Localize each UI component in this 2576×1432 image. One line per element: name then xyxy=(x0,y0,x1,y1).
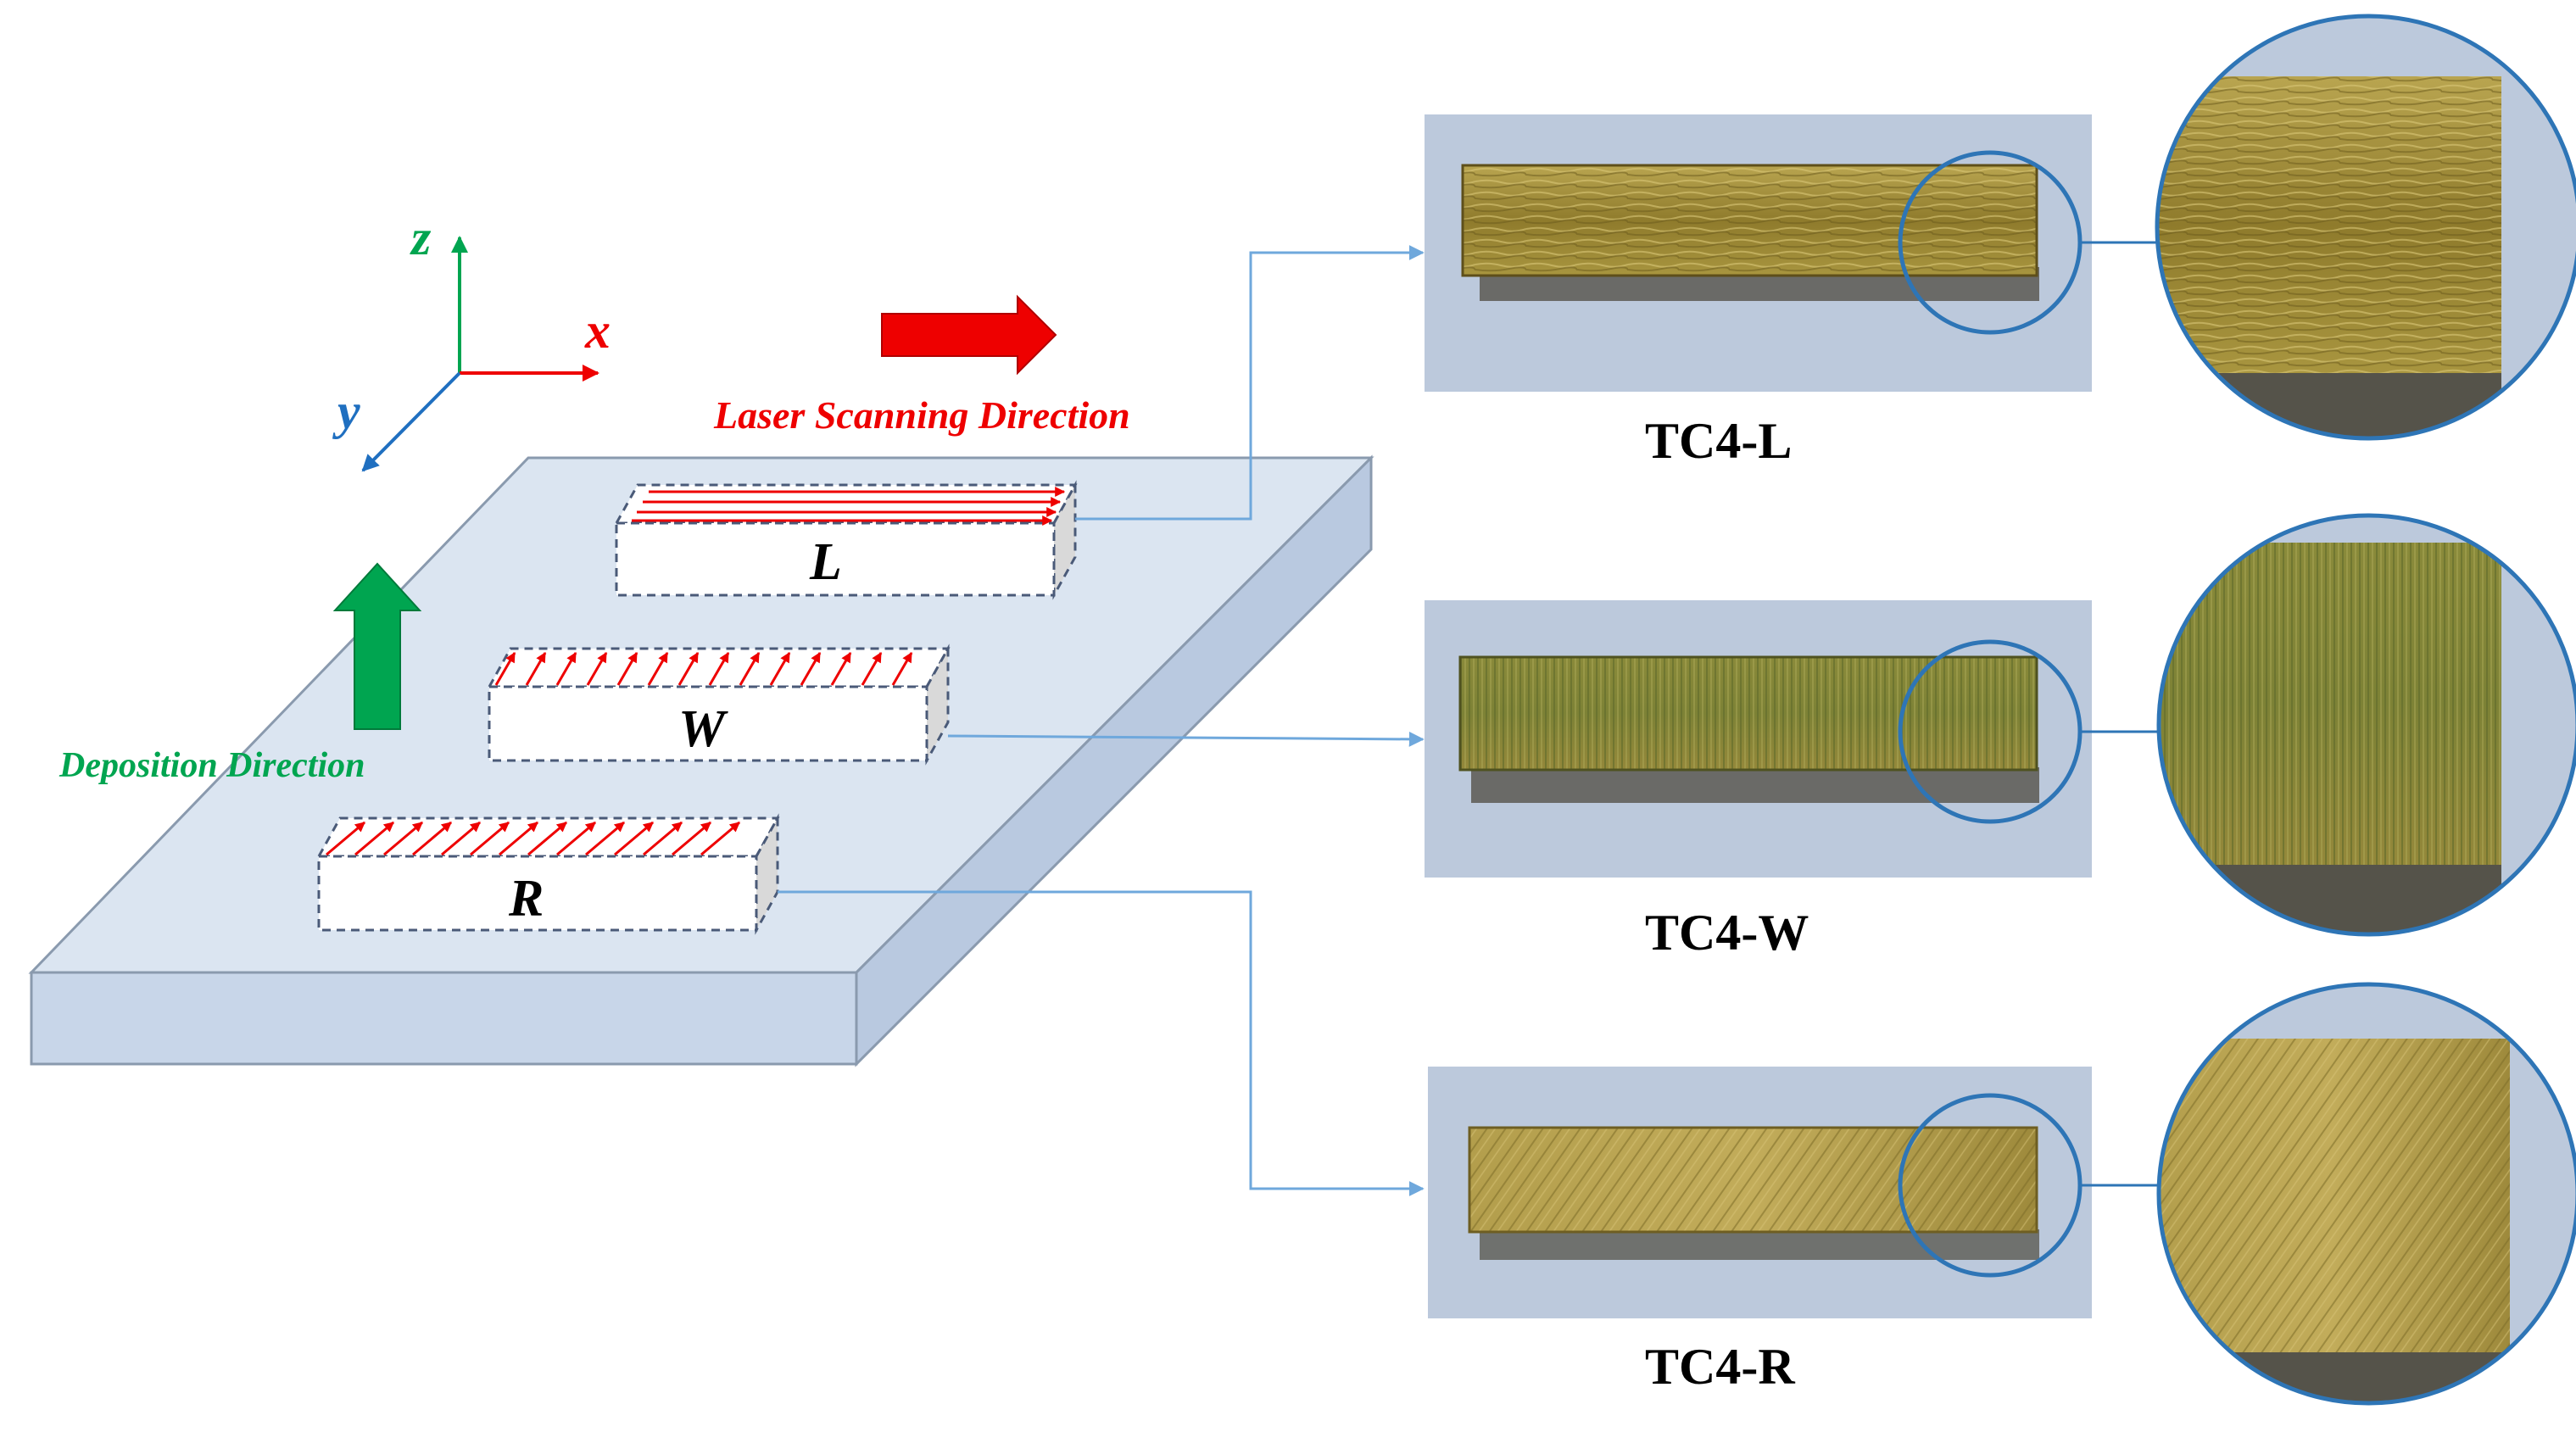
scan-line-r xyxy=(383,821,423,856)
sample-block-r: R xyxy=(316,813,780,935)
scan-line-r xyxy=(441,821,481,856)
y-axis-icon xyxy=(361,371,461,472)
scan-line-w xyxy=(800,651,822,686)
sample-w-side xyxy=(925,644,950,766)
sample-r-front xyxy=(317,855,758,932)
scan-line-w xyxy=(525,651,547,686)
sample-w-scan-lines xyxy=(494,651,913,686)
laser-direction-arrow-icon xyxy=(881,294,1057,376)
scan-line-w xyxy=(647,651,669,686)
scan-line-r xyxy=(412,821,452,856)
photo-panel-tc4-r xyxy=(1428,1067,2158,1318)
plate-front xyxy=(30,971,858,1066)
connector-w xyxy=(947,731,1425,747)
scan-line-r xyxy=(643,821,683,856)
scan-line-r xyxy=(354,821,394,856)
scan-line-w xyxy=(494,651,516,686)
zoom-circle-r xyxy=(2156,982,2576,1406)
sample-r-scan-lines xyxy=(326,821,740,856)
caption-tc4-w: TC4-W xyxy=(1645,905,1809,961)
sample-block-w: W xyxy=(487,644,951,766)
scan-line-w xyxy=(708,651,730,686)
scan-line-w xyxy=(861,651,883,686)
sample-w-label: W xyxy=(678,700,728,758)
scan-line-r xyxy=(556,821,596,856)
sample-l-scan-lines xyxy=(632,487,1066,526)
scan-line-r xyxy=(527,821,567,856)
scan-line-w xyxy=(739,651,761,686)
connectors xyxy=(778,245,1425,1196)
scan-line-r xyxy=(499,821,538,856)
scan-line-w xyxy=(616,651,638,686)
axis-triad: z x y xyxy=(332,209,611,472)
caption-tc4-r: TC4-R xyxy=(1645,1339,1795,1395)
scan-line-w xyxy=(677,651,700,686)
connector-l xyxy=(1075,245,1425,521)
sample-l-side xyxy=(1052,480,1077,600)
deposition-direction-label: Deposition Direction xyxy=(59,746,365,785)
sample-l-label: L xyxy=(809,533,842,591)
connector-r xyxy=(778,890,1425,1196)
scan-line-w xyxy=(555,651,577,686)
scan-line-r xyxy=(585,821,625,856)
zoom-circle-w xyxy=(2156,513,2576,937)
z-axis-label: z xyxy=(410,209,432,265)
scan-line-w xyxy=(830,651,852,686)
scan-line-w xyxy=(769,651,791,686)
scan-line-r xyxy=(614,821,654,856)
scan-line-r xyxy=(470,821,510,856)
photo-w-shadow xyxy=(1471,767,2039,803)
photo-panel-tc4-l xyxy=(1425,114,2158,392)
photo-r-shadow xyxy=(1480,1229,2039,1260)
x-axis-label: x xyxy=(584,303,611,359)
sample-block-l: L xyxy=(614,480,1078,600)
sample-w-front xyxy=(488,685,928,762)
y-axis-label: y xyxy=(332,383,360,439)
scan-line-r xyxy=(700,821,740,856)
caption-tc4-l: TC4-L xyxy=(1645,413,1792,469)
laser-direction-label: Laser Scanning Direction xyxy=(713,393,1130,437)
deposition-direction-arrow-icon xyxy=(332,562,422,730)
sample-l-front xyxy=(615,521,1056,597)
scan-line-r xyxy=(326,821,365,856)
scan-line-w xyxy=(891,651,913,686)
scan-line-r xyxy=(672,821,711,856)
scan-line-w xyxy=(586,651,608,686)
photo-panel-tc4-w xyxy=(1425,600,2158,878)
zoom-circle-l xyxy=(2155,14,2576,441)
sample-r-label: R xyxy=(508,870,544,928)
